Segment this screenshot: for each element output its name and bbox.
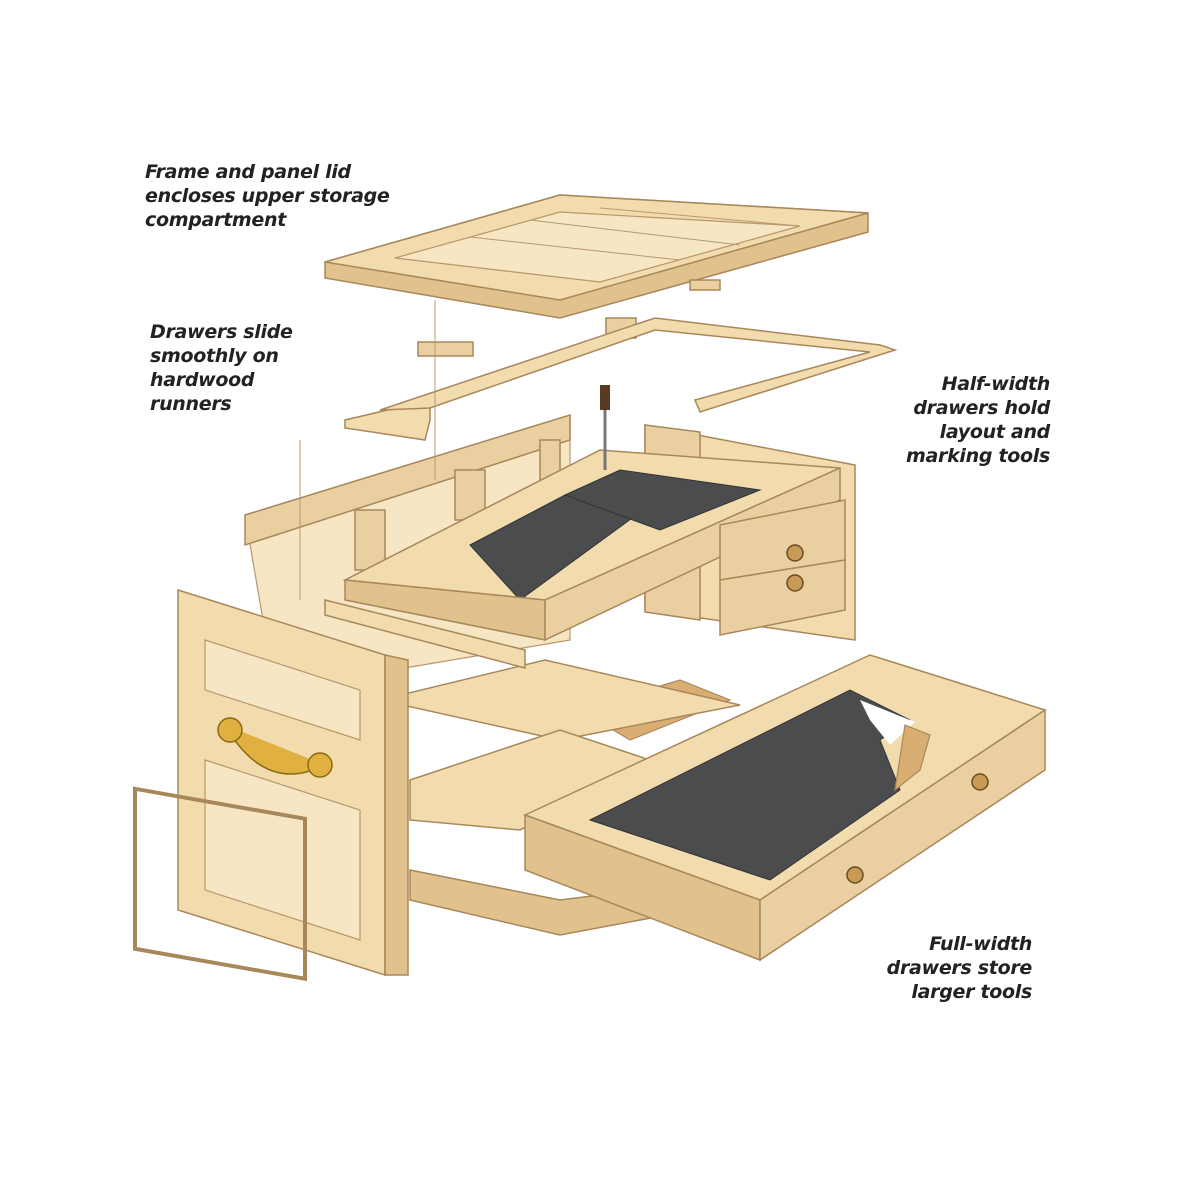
- hinge-block: [689, 279, 721, 291]
- callout-line: encloses upper storage: [145, 185, 390, 207]
- callout-runners: Drawers slide smoothly on hardwood runne…: [150, 320, 293, 416]
- marking-awl: [600, 385, 610, 470]
- hinge-block: [417, 341, 474, 357]
- callout-line: Frame and panel lid: [145, 161, 351, 183]
- callout-half-width-drawers: Half-width drawers hold layout and marki…: [906, 372, 1050, 468]
- callout-full-width-drawers: Full-width drawers store larger tools: [886, 932, 1033, 1004]
- callout-line: hardwood: [150, 369, 255, 391]
- callout-line: marking tools: [906, 445, 1050, 467]
- callout-line: smoothly on: [150, 345, 279, 367]
- callout-line: drawers store: [886, 957, 1033, 979]
- callout-lid: Frame and panel lid encloses upper stora…: [145, 160, 390, 232]
- callout-line: Drawers slide: [150, 321, 293, 343]
- runner-frame: [344, 317, 898, 441]
- callout-line: compartment: [145, 209, 286, 231]
- full-width-drawer: [523, 654, 1047, 962]
- drawer-frame-outline: [133, 786, 307, 982]
- half-width-drawer: [324, 449, 846, 669]
- callout-line: larger tools: [911, 981, 1032, 1003]
- callout-line: runners: [150, 393, 232, 415]
- side-panel: [177, 588, 409, 977]
- frame-and-panel-lid: [324, 194, 869, 319]
- callout-line: Full-width: [929, 933, 1032, 955]
- callout-line: drawers hold: [913, 397, 1050, 419]
- callout-line: Half-width: [941, 373, 1051, 395]
- callout-line: layout and: [939, 421, 1051, 443]
